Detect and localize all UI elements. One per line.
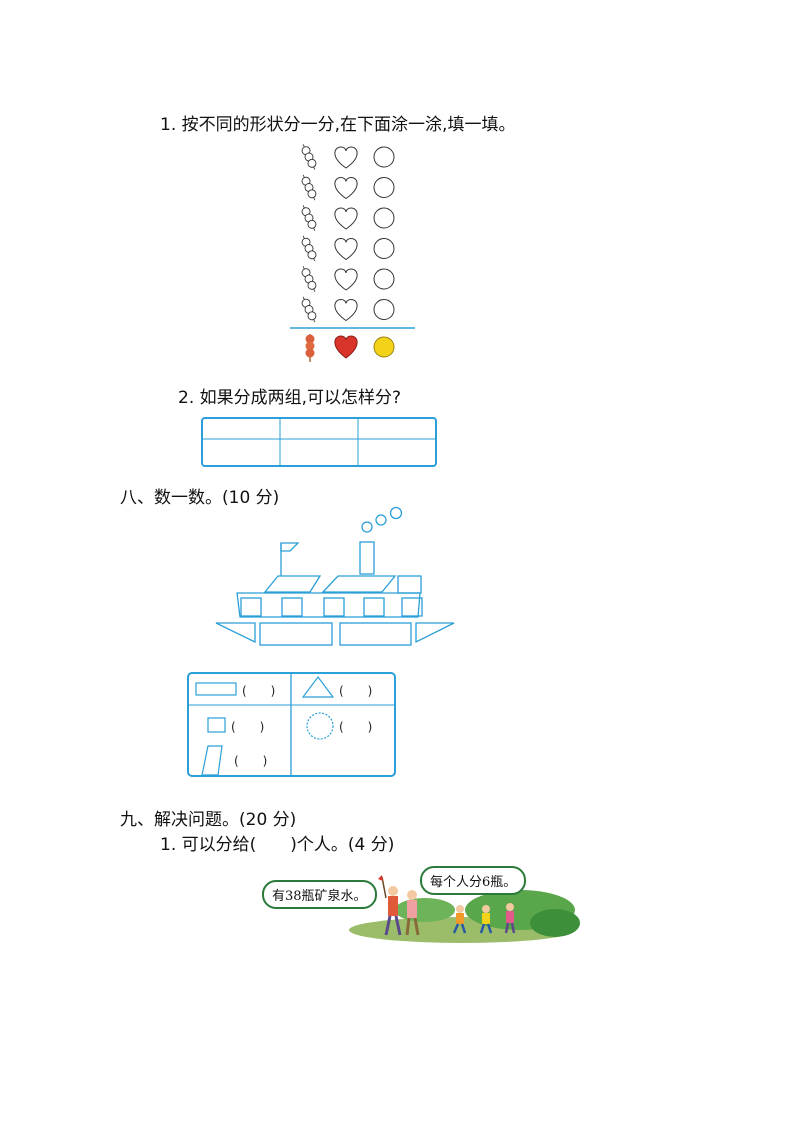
section-9-heading: 九、解决问题。(20 分) [120,810,297,830]
boat-figure [215,506,455,646]
smoke-circle-2 [375,514,387,526]
circle-outline-icon[interactable] [373,177,395,198]
rectangle-count-blank[interactable]: ( ) [242,684,276,698]
rectangle-shape-icon [195,682,237,696]
window-3 [323,597,345,617]
shape-tally-table [187,672,396,777]
window-2 [281,597,303,617]
deck-parallelogram-2 [321,575,397,593]
circle-shape-icon [306,712,334,740]
section-9-question-1-text: 可以分给( )个人。(4 分) [181,835,395,855]
window-1 [240,597,262,617]
shape-sorting-figure [290,143,415,362]
adult-figure [405,890,420,936]
red-heart-icon[interactable] [334,335,358,359]
teacher-figure [378,875,402,936]
smoke-circle-3 [389,506,403,520]
chimney-rect [359,541,375,575]
hull-right-triangle [415,622,455,644]
child-figure-2 [479,905,493,934]
circle-outline-icon[interactable] [373,299,395,320]
hull-rect-1 [259,622,333,646]
heart-outline-icon[interactable] [334,207,358,230]
square-count-blank[interactable]: ( ) [231,720,265,734]
question-2-number: 2. [178,388,195,408]
skewer-outline-icon[interactable] [299,234,318,263]
heart-outline-icon[interactable] [334,268,358,291]
circle-count-blank[interactable]: ( ) [339,720,373,734]
square-shape-icon [207,717,226,733]
parallelogram-count-blank[interactable]: ( ) [234,754,268,768]
section-9-question-1: 1. 可以分给( )个人。(4 分) [160,830,394,855]
question-2: 2. 如果分成两组,可以怎样分? [178,383,401,408]
smoke-circle-1 [361,521,373,533]
heart-outline-icon[interactable] [334,237,358,261]
question-1: 1. 按不同的形状分一分,在下面涂一涂,填一填。 [160,110,515,135]
skewer-outline-icon[interactable] [299,173,318,202]
triangle-shape-icon [301,676,335,698]
deck-parallelogram-1 [263,575,322,593]
picnic-illustration [349,875,580,943]
shape-rows [299,143,395,324]
skewer-outline-icon[interactable] [299,143,318,172]
section-8-heading: 八、数一数。(10 分) [120,488,280,508]
hull-rect-2 [339,622,412,646]
hull-body [236,592,421,618]
hull-left-triangle [215,622,256,644]
question-1-number: 1. [160,115,177,135]
flag-icon [378,875,383,881]
circle-outline-icon[interactable] [373,207,395,229]
deck-square [397,575,422,594]
child-figure-3 [504,903,516,934]
heart-outline-icon[interactable] [334,176,358,200]
window-5 [401,597,423,617]
section-9-question-1-number: 1. [160,835,177,855]
flag-shape [280,542,300,552]
circle-outline-icon[interactable] [373,146,395,168]
circle-outline-icon[interactable] [373,268,395,290]
skewer-outline-icon[interactable] [299,265,318,294]
child-figure-1 [452,905,467,934]
skewer-outline-icon[interactable] [299,204,318,233]
grouping-table[interactable] [0,415,800,475]
circle-outline-icon[interactable] [373,238,395,259]
heart-outline-icon[interactable] [334,298,358,322]
speech-bubble-right: 每个人分6瓶。 [420,866,527,895]
triangle-count-blank[interactable]: ( ) [339,684,373,698]
parallelogram-shape-icon [201,745,223,776]
heart-outline-icon[interactable] [334,146,358,169]
window-4 [363,597,385,617]
yellow-ball-icon[interactable] [373,336,395,358]
question-2-text: 如果分成两组,可以怎样分? [199,388,402,408]
speech-bubble-left: 有38瓶矿泉水。 [262,880,377,909]
colored-skewer-icon[interactable] [305,334,315,362]
question-1-text: 按不同的形状分一分,在下面涂一涂,填一填。 [181,115,516,135]
skewer-outline-icon[interactable] [299,295,318,324]
